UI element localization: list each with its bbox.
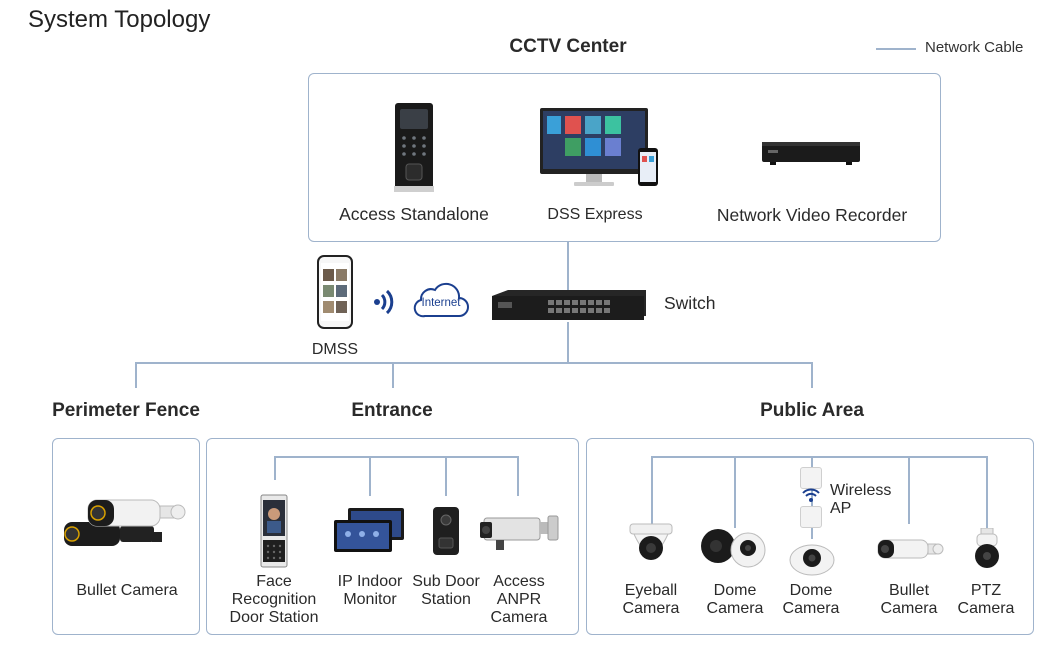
entrance-drop-indoor bbox=[369, 456, 371, 496]
cctv-center-title: CCTV Center bbox=[509, 36, 627, 57]
eyeball-label-line-1: Eyeball bbox=[624, 582, 678, 599]
nvr-label: Network Video Recorder bbox=[716, 205, 908, 225]
dss-express-device bbox=[538, 106, 660, 188]
access-anpr-camera-label: Access ANPR Camera bbox=[484, 573, 554, 627]
page-title: System Topology bbox=[28, 6, 211, 33]
wireless-signal-icon bbox=[372, 288, 398, 316]
cable-branch-horizontal bbox=[135, 362, 812, 364]
public-drop-bullet bbox=[908, 456, 910, 524]
face-recognition-door-station-device bbox=[260, 494, 288, 568]
dss-express-label: DSS Express bbox=[547, 206, 643, 223]
anpr-label-line-2: ANPR bbox=[496, 591, 542, 608]
public-bullet-camera-label: Bullet Camera bbox=[864, 582, 954, 618]
anpr-label-line-1: Access bbox=[493, 573, 545, 590]
cable-switch-down bbox=[567, 322, 569, 362]
entrance-title: Entrance bbox=[351, 400, 433, 421]
entrance-drop-anpr bbox=[517, 456, 519, 496]
dome2-label-line-1: Dome bbox=[789, 582, 833, 599]
subdoor-label-line-1: Sub Door bbox=[412, 573, 480, 590]
ptz-label-line-1: PTZ bbox=[970, 582, 1002, 599]
eyeball-camera-label: Eyeball Camera bbox=[606, 582, 696, 618]
dome-camera-2-device bbox=[789, 536, 835, 576]
access-standalone-device bbox=[394, 102, 434, 192]
perimeter-bullet-camera-device bbox=[62, 494, 186, 554]
perimeter-bullet-camera-label: Bullet Camera bbox=[76, 582, 178, 599]
public-bullet-camera-device bbox=[872, 532, 944, 572]
dmss-label: DMSS bbox=[311, 341, 359, 358]
dome-camera-1-device bbox=[700, 526, 768, 568]
ap-label-line-2: AP bbox=[830, 500, 852, 517]
wireless-ap-device-top bbox=[800, 467, 822, 489]
cable-to-entrance bbox=[392, 362, 394, 388]
indoor-label-line-2: Monitor bbox=[343, 591, 397, 608]
access-standalone-label: Access Standalone bbox=[339, 204, 489, 224]
wifi-icon bbox=[801, 487, 821, 503]
public-area-title: Public Area bbox=[760, 400, 864, 421]
public-drop-ap bbox=[811, 456, 813, 468]
bullet-label-line-1: Bullet bbox=[888, 582, 930, 599]
entrance-drop-face bbox=[274, 456, 276, 480]
anpr-label-line-3: Camera bbox=[490, 609, 548, 626]
ap-label-line-1: Wireless bbox=[830, 482, 892, 499]
cable-to-perimeter bbox=[135, 362, 137, 388]
sub-door-station-label: Sub Door Station bbox=[404, 573, 488, 609]
entrance-bus-horizontal bbox=[274, 456, 518, 458]
switch-device bbox=[488, 288, 648, 322]
public-drop-ptz bbox=[986, 456, 988, 530]
public-drop-eyeball bbox=[651, 456, 653, 524]
dome1-label-line-1: Dome bbox=[713, 582, 757, 599]
ptz-label-line-2: Camera bbox=[957, 600, 1015, 617]
switch-label: Switch bbox=[664, 293, 716, 313]
internet-label: Internet bbox=[421, 297, 461, 309]
ip-indoor-monitor-label: IP Indoor Monitor bbox=[326, 573, 414, 609]
face-label-line-3: Door Station bbox=[229, 609, 319, 626]
dome2-label-line-2: Camera bbox=[782, 600, 840, 617]
cable-to-public-area bbox=[811, 362, 813, 388]
legend-line-swatch bbox=[876, 48, 916, 50]
wireless-ap-label: Wireless AP bbox=[830, 482, 900, 518]
bullet-label-line-2: Camera bbox=[880, 600, 938, 617]
dome1-label-line-2: Camera bbox=[706, 600, 764, 617]
eyeball-label-line-2: Camera bbox=[622, 600, 680, 617]
ptz-camera-device bbox=[972, 528, 1002, 572]
face-label-line-2: Recognition bbox=[231, 591, 317, 608]
legend-label: Network Cable bbox=[925, 39, 1024, 56]
nvr-device bbox=[762, 140, 860, 166]
access-anpr-camera-device bbox=[476, 512, 560, 552]
face-label-line-1: Face bbox=[256, 573, 292, 590]
dome-camera-1-label: Dome Camera bbox=[690, 582, 780, 618]
public-bus-horizontal bbox=[651, 456, 986, 458]
ptz-camera-label: PTZ Camera bbox=[946, 582, 1026, 618]
internet-cloud-icon bbox=[411, 280, 471, 320]
dome-camera-2-label: Dome Camera bbox=[766, 582, 856, 618]
dmss-phone-device bbox=[317, 255, 353, 329]
public-ap-link bbox=[811, 489, 813, 507]
legend: Network Cable bbox=[876, 38, 1046, 58]
wireless-ap-device-bottom bbox=[800, 506, 822, 528]
entrance-drop-subdoor bbox=[445, 456, 447, 496]
public-drop-dome-1 bbox=[734, 456, 736, 528]
sub-door-station-device bbox=[432, 506, 460, 556]
indoor-label-line-1: IP Indoor bbox=[337, 573, 403, 590]
cable-cctv-to-switch bbox=[567, 242, 569, 290]
public-drop-dome-2 bbox=[811, 527, 813, 539]
face-recognition-door-station-label: Face Recognition Door Station bbox=[216, 573, 332, 627]
subdoor-label-line-2: Station bbox=[421, 591, 471, 608]
perimeter-fence-title: Perimeter Fence bbox=[52, 400, 200, 421]
eyeball-camera-device bbox=[626, 522, 676, 572]
ip-indoor-monitor-device bbox=[334, 508, 406, 554]
